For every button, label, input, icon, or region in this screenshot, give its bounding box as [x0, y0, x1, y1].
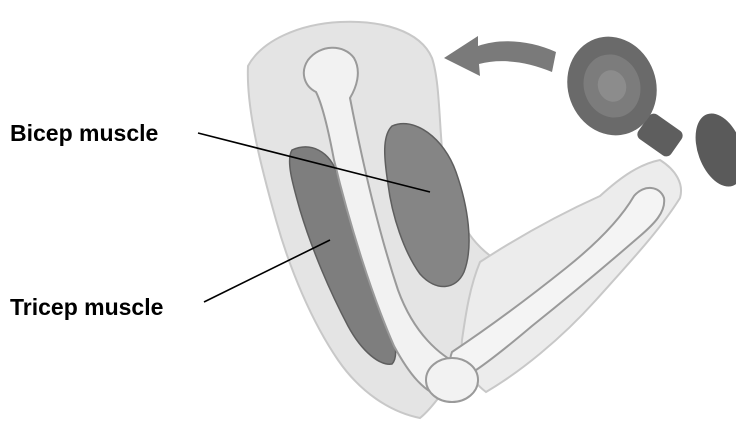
tricep-muscle-label: Tricep muscle: [10, 296, 163, 319]
bicep-muscle-label: Bicep muscle: [10, 122, 158, 145]
elbow-joint: [426, 358, 478, 402]
curved-arrow-left-icon: [444, 36, 556, 76]
